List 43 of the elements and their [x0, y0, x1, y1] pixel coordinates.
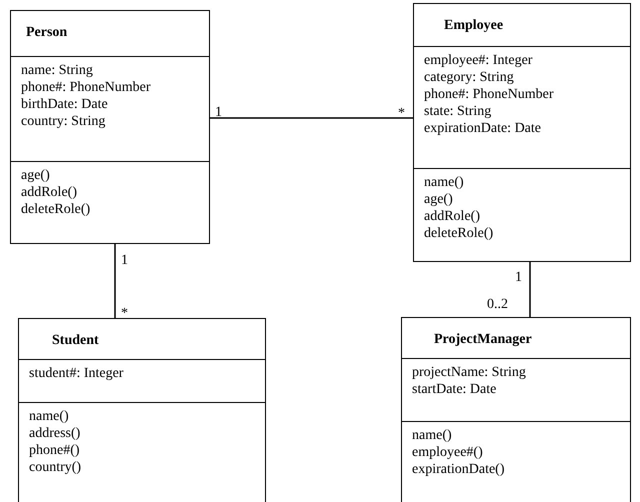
member-text: addRole()	[21, 184, 77, 201]
member-text: address()	[29, 425, 80, 442]
class-name: ProjectManager	[434, 332, 532, 348]
association-line	[529, 262, 531, 317]
class-name: Person	[26, 25, 68, 41]
member-text: startDate: Date	[412, 381, 496, 398]
class-box	[10, 10, 210, 244]
member-text: phone#()	[29, 442, 80, 459]
class-name: Student	[52, 333, 99, 349]
class-box	[413, 3, 631, 262]
association-line	[114, 244, 116, 318]
member-text: name()	[412, 427, 452, 444]
member-text: addRole()	[424, 208, 480, 225]
multiplicity-label: 0..2	[487, 298, 508, 312]
member-text: name()	[424, 174, 464, 191]
member-text: name: String	[21, 62, 93, 79]
member-text: name()	[29, 408, 69, 425]
multiplicity-label: 1	[121, 254, 128, 268]
member-text: deleteRole()	[424, 225, 494, 242]
member-text: expirationDate: Date	[424, 120, 542, 137]
multiplicity-label: 1	[515, 271, 522, 285]
member-text: employee#()	[412, 444, 483, 461]
member-text: expirationDate()	[412, 461, 505, 478]
member-text: student#: Integer	[29, 365, 124, 382]
member-text: category: String	[424, 69, 514, 86]
member-text: country: String	[21, 113, 106, 130]
multiplicity-label: *	[398, 107, 405, 121]
member-text: country()	[29, 459, 82, 476]
member-text: deleteRole()	[21, 201, 90, 218]
member-text: projectName: String	[412, 364, 526, 381]
member-text: phone#: PhoneNumber	[21, 79, 150, 96]
member-text: age()	[21, 167, 50, 184]
class-name: Employee	[444, 18, 504, 34]
class-box	[401, 317, 631, 502]
member-text: employee#: Integer	[424, 52, 532, 69]
multiplicity-label: *	[121, 307, 128, 321]
multiplicity-label: 1	[215, 106, 222, 120]
class-box	[18, 318, 266, 502]
member-text: birthDate: Date	[21, 96, 108, 113]
association-line	[210, 117, 413, 119]
member-text: state: String	[424, 103, 492, 120]
member-text: phone#: PhoneNumber	[424, 86, 554, 103]
member-text: age()	[424, 191, 453, 208]
